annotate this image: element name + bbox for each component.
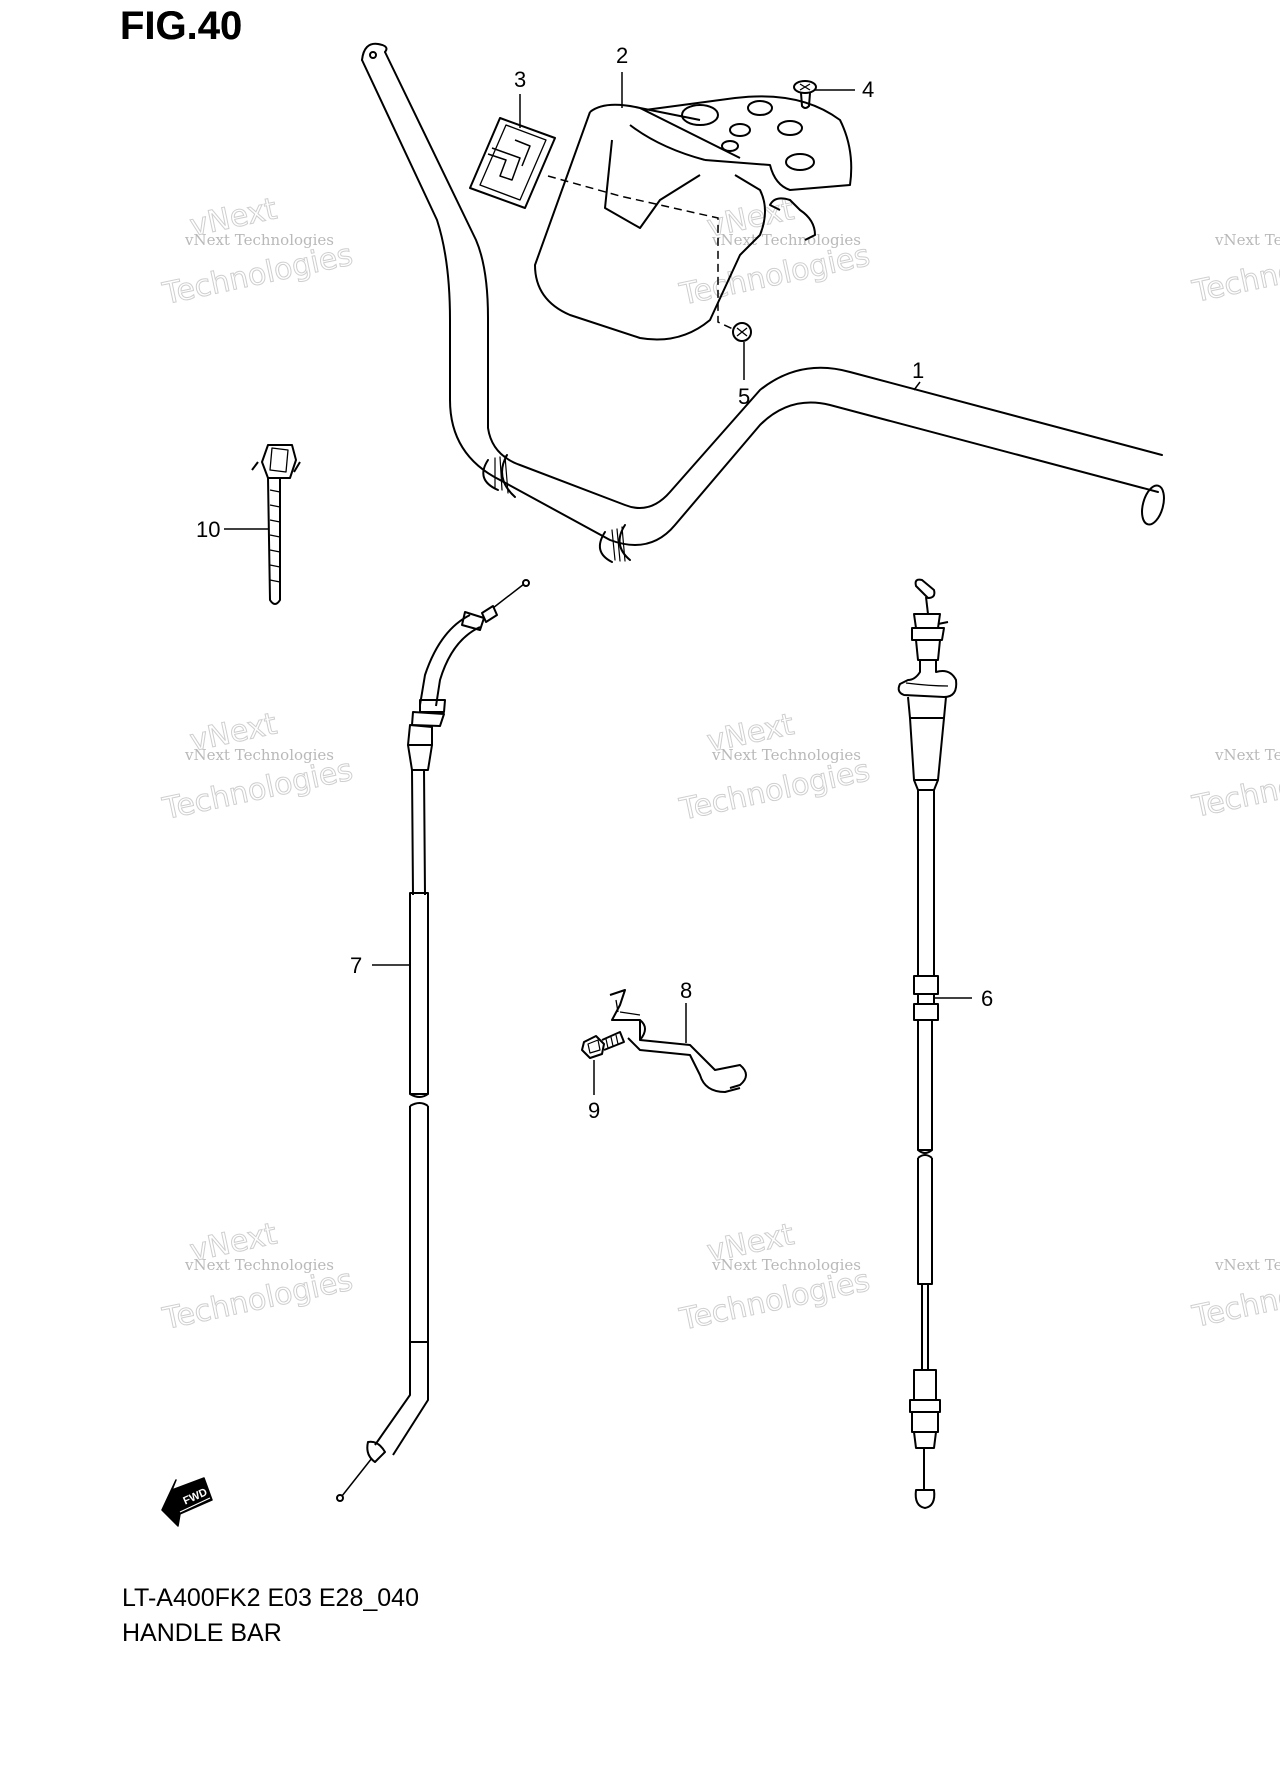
watermark-text-large: Technologies — [676, 753, 873, 828]
watermark: Technologies vNext Technologies vNext — [676, 707, 874, 829]
part-bolt — [581, 1031, 625, 1059]
watermark: Technologies vNext Technologies — [1188, 231, 1280, 311]
watermark-text-small: vNext Technologies — [711, 1256, 861, 1274]
part-handlebar — [361, 42, 1165, 563]
callout-9: 9 — [588, 1098, 600, 1123]
part-clamp — [251, 444, 301, 605]
watermark: Technologies vNext Technologies — [1188, 746, 1280, 826]
watermark-text-small: vNext Technologies — [1214, 231, 1280, 249]
fwd-direction-marker: FWD — [161, 1477, 213, 1527]
callout-1: 1 — [912, 358, 924, 383]
assembly-lines — [547, 175, 736, 331]
figure-title: FIG.40 — [120, 4, 243, 48]
watermark-text-small: vNext Technologies — [184, 231, 334, 249]
watermark: Technologies vNext Technologies — [1188, 1256, 1280, 1336]
callout-leaders — [224, 72, 972, 1095]
part-cable-right — [897, 578, 958, 1509]
part-cable-guide — [609, 989, 747, 1093]
watermark-text-small: vNext Technologies — [1214, 1256, 1280, 1274]
callout-7: 7 — [350, 953, 362, 978]
watermark-text-small: vNext Technologies — [184, 1256, 334, 1274]
part-cable-left — [336, 579, 530, 1502]
watermark: Technologies vNext Technologies vNext — [159, 191, 357, 313]
watermark-text-small: vNext Technologies — [1214, 746, 1280, 764]
callout-2: 2 — [616, 43, 628, 68]
diagram-name-caption: HANDLE BAR — [122, 1619, 282, 1647]
watermark: Technologies vNext Technologies vNext — [676, 1217, 874, 1339]
watermark: Technologies vNext Technologies vNext — [159, 706, 357, 828]
watermark-text-small: vNext Technologies — [711, 231, 861, 249]
model-code-caption: LT-A400FK2 E03 E28_040 — [122, 1584, 419, 1612]
watermark-text-large: Technologies — [676, 1263, 873, 1338]
watermark: Technologies vNext Technologies vNext — [676, 192, 874, 314]
watermark-text-small: vNext Technologies — [711, 746, 861, 764]
part-nut — [732, 322, 752, 342]
watermark-text-small: vNext Technologies — [184, 746, 334, 764]
part-handle-cover — [534, 95, 853, 341]
part-emblem — [469, 117, 556, 209]
callout-3: 3 — [514, 67, 526, 92]
callout-10: 10 — [196, 517, 220, 542]
callout-6: 6 — [981, 986, 993, 1011]
watermark-text-large: Technologies — [676, 238, 873, 313]
callout-5: 5 — [738, 384, 750, 409]
callout-8: 8 — [680, 978, 692, 1003]
part-screw — [793, 80, 817, 109]
leader-line-1 — [913, 381, 921, 391]
callout-4: 4 — [862, 77, 874, 102]
watermark-group: Technologies vNext Technologies vNext Te… — [159, 191, 1280, 1339]
callout-numbers: 1 2 3 4 5 6 7 8 9 10 — [196, 43, 993, 1123]
watermark: Technologies vNext Technologies vNext — [159, 1216, 357, 1338]
figure-title: FIG.40 — [120, 4, 243, 48]
